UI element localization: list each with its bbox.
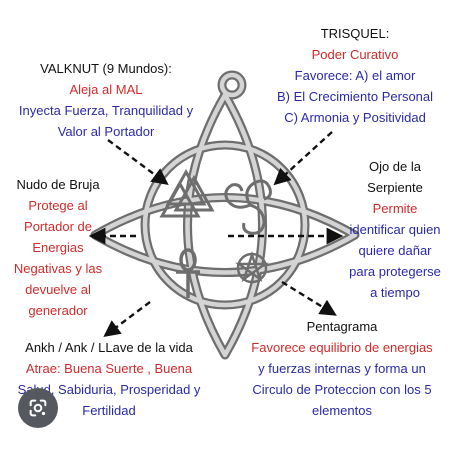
nudo-bruja-line-2: Portador de [24, 219, 92, 234]
pointer-arrows [88, 131, 344, 338]
valknut-line-1: Aleja al MAL [69, 82, 143, 97]
pentagrama-line-2: y fuerzas internas y forma un [258, 361, 426, 376]
pentagrama-line-4: elementos [312, 403, 372, 418]
ankh-line-3: Fertilidad [82, 403, 136, 418]
trisquel-block: TRISQUEL: Poder Curativo Favorece: A) el… [262, 23, 448, 128]
nudo-bruja-block: Nudo de Bruja Protege al Portador de Ene… [4, 174, 112, 321]
ankh-block: Ankh / Ank / LLave de la vida Atrae: Bue… [4, 337, 214, 421]
nudo-bruja-line-3: Energias [32, 240, 84, 255]
pentagrama-line-1: Favorece equilibrio de energias [251, 340, 433, 355]
pentagrama-block: Pentagrama Favorece equilibrio de energi… [236, 316, 448, 421]
ojo-serpiente-line-3: quiere dañar [358, 243, 432, 258]
ojo-serpiente-block: Ojo de la Serpiente Permite identificar … [340, 156, 450, 303]
ojo-serpiente-line-5: a tiempo [370, 285, 420, 300]
ankh-title: Ankh / Ank / LLave de la vida [25, 340, 193, 355]
ankh-line-1: Atrae: Buena Suerte , Buena [25, 361, 193, 376]
trisquel-title: TRISQUEL: [320, 26, 390, 41]
ojo-serpiente-title-1: Ojo de la [368, 159, 422, 174]
ojo-serpiente-line-1: Permite [372, 201, 418, 216]
arrow-valknut [107, 139, 169, 186]
ojo-serpiente-title-2: Serpiente [367, 180, 423, 195]
pentagram-symbol [235, 251, 269, 284]
ankh-line-2: Salud, Sabiduria, Prosperidad y [17, 382, 201, 397]
valknut-line-2: Inyecta Fuerza, Tranquilidad y [18, 103, 194, 118]
trisquel-line-3: B) El Crecimiento Personal [276, 89, 434, 104]
arrow-ankh [103, 301, 151, 338]
trisquel-line-2: Favorece: A) el amor [294, 68, 416, 83]
valknut-block: VALKNUT (9 Mundos): Aleja al MAL Inyecta… [6, 58, 206, 142]
pentagrama-title: Pentagrama [306, 319, 378, 334]
google-lens-button[interactable] [18, 388, 58, 428]
nudo-bruja-line-1: Protege al [28, 198, 88, 213]
valknut-title: VALKNUT (9 Mundos): [40, 61, 172, 76]
ojo-serpiente-line-4: para protegerse [349, 264, 441, 279]
ojo-serpiente-line-2: identificar quien [349, 222, 441, 237]
trisquel-symbol [224, 179, 272, 235]
pentagrama-line-3: Circulo de Proteccion con los 5 [252, 382, 432, 397]
trisquel-line-4: C) Armonia y Positividad [284, 110, 426, 125]
nudo-bruja-line-5: devuelve al [25, 282, 91, 297]
google-lens-icon [29, 399, 47, 417]
nudo-bruja-line-4: Negativas y las [13, 261, 103, 276]
nudo-bruja-line-6: generador [28, 303, 88, 318]
trisquel-line-1: Poder Curativo [311, 47, 399, 62]
nudo-bruja-title: Nudo de Bruja [16, 177, 100, 192]
arrow-trisquel [273, 131, 333, 186]
valknut-line-3: Valor al Portador [57, 124, 155, 139]
arrow-pentagrama [281, 280, 337, 316]
valknut-symbol [159, 168, 215, 218]
ankh-symbol [176, 248, 200, 298]
